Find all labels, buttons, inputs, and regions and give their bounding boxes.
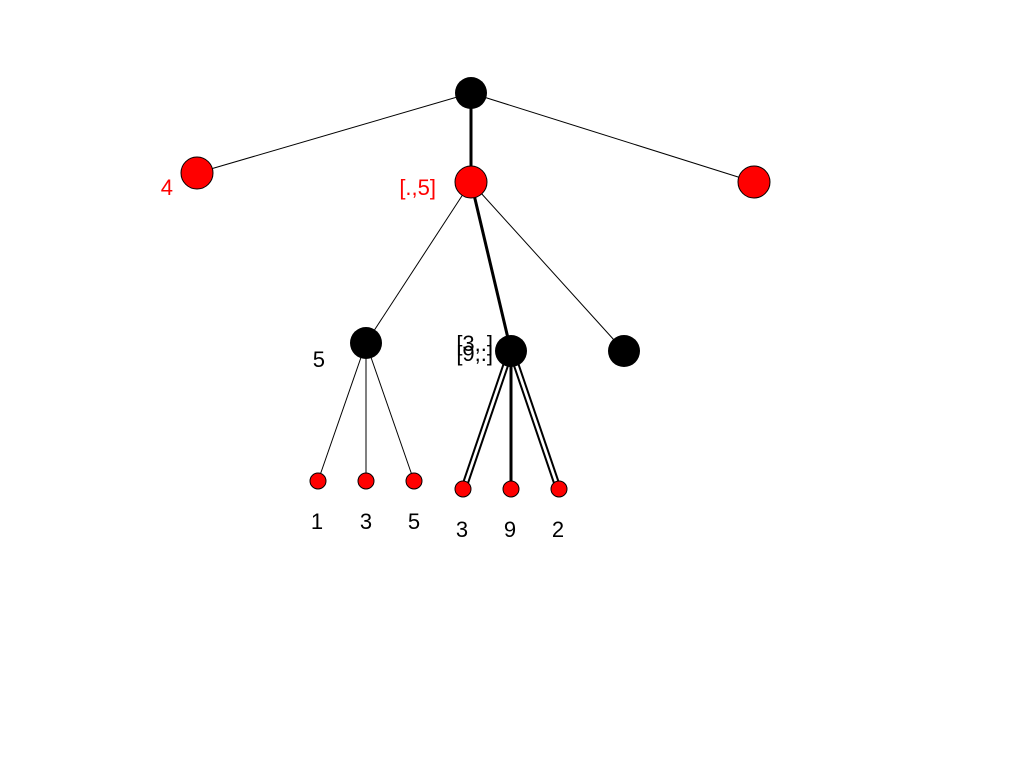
edge-root-left [196,92,472,174]
midleft-node-label: 5 [313,347,325,372]
midleft-node [350,327,382,359]
leaf-label-a1: 1 [311,509,323,534]
middle-node [454,165,488,199]
edge-midleft-leaf1 [317,342,367,482]
edge-midcenter-leaf3 [508,350,562,490]
midcenter-node-label-a: [3,.] [456,331,493,356]
leaf-label-b1: 3 [456,517,468,542]
right-node [737,165,771,199]
edge-middle-midcenter [469,181,513,352]
leaf-node-a1 [309,472,327,490]
edge-middle-midright [470,181,625,352]
edge-midcenter-leaf1 [460,350,514,490]
midright-node [608,335,640,367]
leaf-label-a2: 3 [360,509,372,534]
edge-root-right [470,92,755,183]
leaf-node-a3 [405,472,423,490]
leaf-node-b1 [454,480,472,498]
root-node [455,77,487,109]
leaf-node-a2 [357,472,375,490]
edge-middle-midleft [365,181,472,344]
left-node-label: 4 [161,175,173,200]
edge-midleft-leaf3 [365,342,415,482]
midcenter-node [495,335,527,367]
leaf-label-b2: 9 [504,517,516,542]
midcenter-node-label-b: [9,.] [456,341,493,366]
leaf-label-a3: 5 [408,509,420,534]
leaf-node-b3 [550,480,568,498]
left-node [180,156,214,190]
leaf-label-b3: 2 [552,517,564,542]
middle-node-label: [.,5] [399,175,436,200]
leaf-node-b2 [502,480,520,498]
